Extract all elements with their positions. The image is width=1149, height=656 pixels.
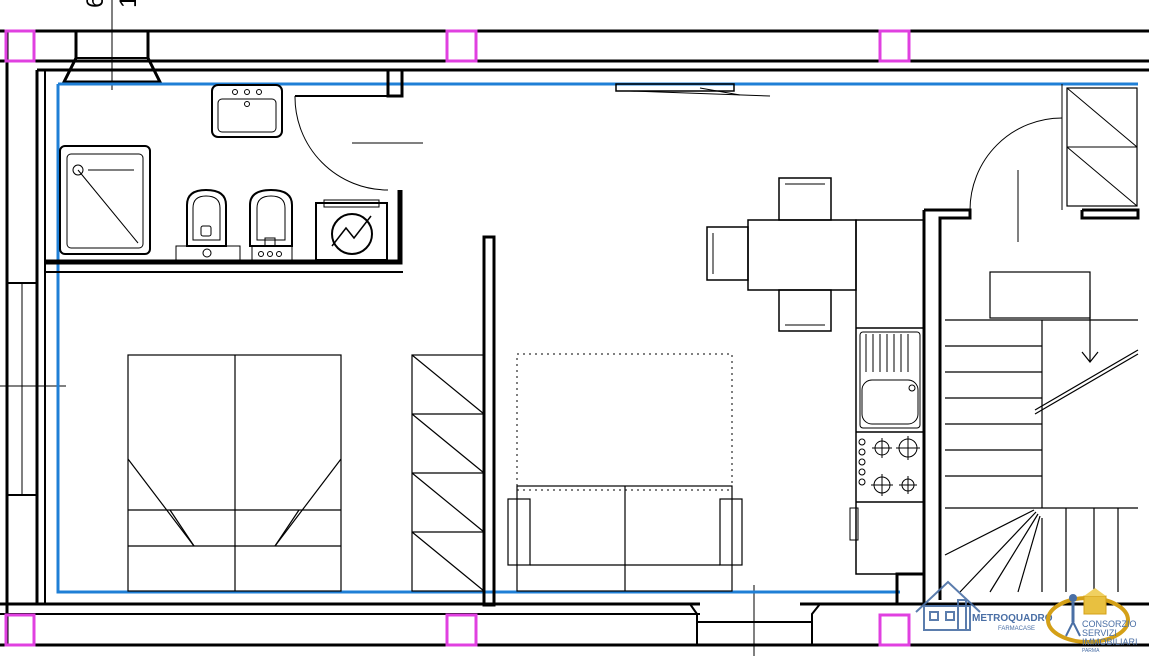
consorzio-sub: PARMA <box>1082 648 1100 654</box>
consorzio-line-1: CONSORZIO <box>1082 619 1137 629</box>
top-labels: 6 1 <box>82 0 142 90</box>
partition-wall <box>482 235 496 607</box>
vent-icon <box>615 83 771 97</box>
consortium-icon <box>1046 588 1130 644</box>
sofa-icon <box>507 353 743 592</box>
metroquadro-logo: METROQUADRO FARMACASE <box>915 580 1053 632</box>
metroquadro-sub: FARMACASE <box>998 626 1035 632</box>
house-icon <box>915 580 981 631</box>
cooktop-icon <box>858 436 920 496</box>
kitchen-counter <box>849 219 925 575</box>
consorzio-line-2: SERVIZI <box>1082 628 1117 638</box>
consorzio-line-3: IMMOBILIARI <box>1082 637 1138 647</box>
bidet-icon <box>249 188 293 261</box>
sink-icon <box>211 84 283 138</box>
washing-machine-icon <box>315 199 388 261</box>
double-bed-icon <box>127 354 342 592</box>
metroquadro-name: METROQUADRO <box>972 613 1053 624</box>
outer-walls <box>0 29 1149 656</box>
top-label-6: 6 <box>82 0 109 8</box>
wardrobe-icon <box>411 354 485 592</box>
dining-table-icon <box>706 177 857 332</box>
shower-icon <box>59 145 151 255</box>
stairwell-walls <box>895 84 1140 606</box>
toilet-icon <box>175 188 241 261</box>
consorzio-logo: CONSORZIO SERVIZI IMMOBILIARI PARMA <box>1046 588 1138 654</box>
column-markers <box>4 29 911 647</box>
kitchen-sink-icon <box>859 331 921 429</box>
top-label-1: 1 <box>115 0 142 8</box>
bathroom <box>45 70 423 273</box>
staircase-icon <box>944 271 1139 593</box>
interior-outline-left <box>56 84 900 594</box>
